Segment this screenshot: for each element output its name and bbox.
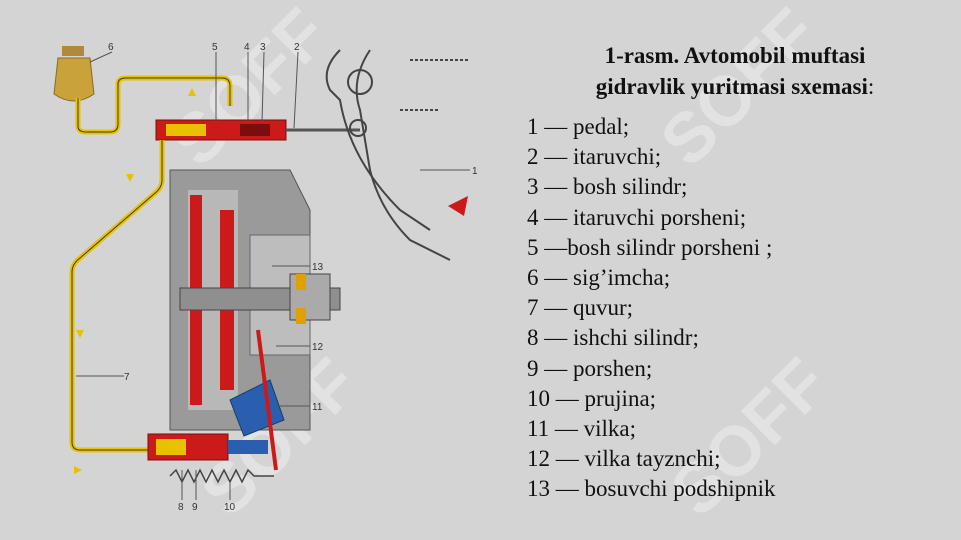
flow-arrows [74, 88, 196, 474]
pedal [325, 49, 470, 261]
callout-6: 6 [108, 42, 114, 53]
callout-4: 4 [244, 42, 250, 53]
callout-10: 10 [224, 502, 236, 513]
legend-list: 1 — pedal; 2 — itaruvchi; 3 — bosh silin… [527, 112, 776, 505]
legend-item: 4 — itaruvchi porsheni; [527, 204, 747, 230]
legend-item: 2 — itaruvchi; [527, 144, 662, 170]
callout-3: 3 [260, 42, 266, 53]
slide-title: 1-rasm. Avtomobil muftasi gidravlik yuri… [530, 40, 940, 102]
legend-item: 9 — porshen; [527, 355, 653, 381]
callout-5: 5 [212, 42, 218, 53]
main-pipe [69, 140, 165, 453]
callout-8: 8 [178, 502, 184, 513]
legend-item: 7 — quvur; [527, 295, 634, 321]
title-line-2: gidravlik yuritmasi sxemasi: [530, 71, 940, 102]
clutch-hydraulic-diagram: 6 5 4 3 2 1 13 12 11 7 8 9 10 [53, 42, 478, 513]
pedal-arrow [448, 196, 468, 216]
legend-item: 8 — ishchi silindr; [527, 325, 699, 351]
callout-1: 1 [472, 166, 478, 177]
clutch-housing [169, 169, 341, 431]
callout-9: 9 [192, 502, 198, 513]
title-line-1: 1-rasm. Avtomobil muftasi [604, 43, 866, 68]
title-line-2-text: gidravlik yuritmasi sxemasi [595, 74, 868, 99]
legend-item: 12 — vilka tayznchi; [527, 446, 721, 472]
callout-7: 7 [124, 372, 130, 383]
legend-item: 3 — bosh silindr; [527, 174, 688, 200]
slave-cylinder [147, 433, 268, 461]
callout-12: 12 [312, 342, 324, 353]
callout-2: 2 [294, 42, 300, 53]
legend-item: 5 —bosh silindr porsheni ; [527, 234, 773, 260]
callout-11: 11 [312, 402, 323, 413]
legend-item: 6 — sig’imcha; [527, 265, 671, 291]
legend-item: 11 — vilka; [527, 416, 637, 442]
reservoir [53, 46, 95, 102]
title-colon: : [867, 74, 875, 99]
release-fork [229, 329, 285, 471]
callout-13: 13 [312, 262, 324, 273]
legend-item: 13 — bosuvchi podshipnik [527, 476, 776, 502]
legend-item: 10 — prujina; [527, 385, 657, 411]
master-cylinder [155, 119, 287, 141]
return-spring [169, 468, 274, 484]
legend-item: 1 — pedal; [527, 114, 630, 139]
